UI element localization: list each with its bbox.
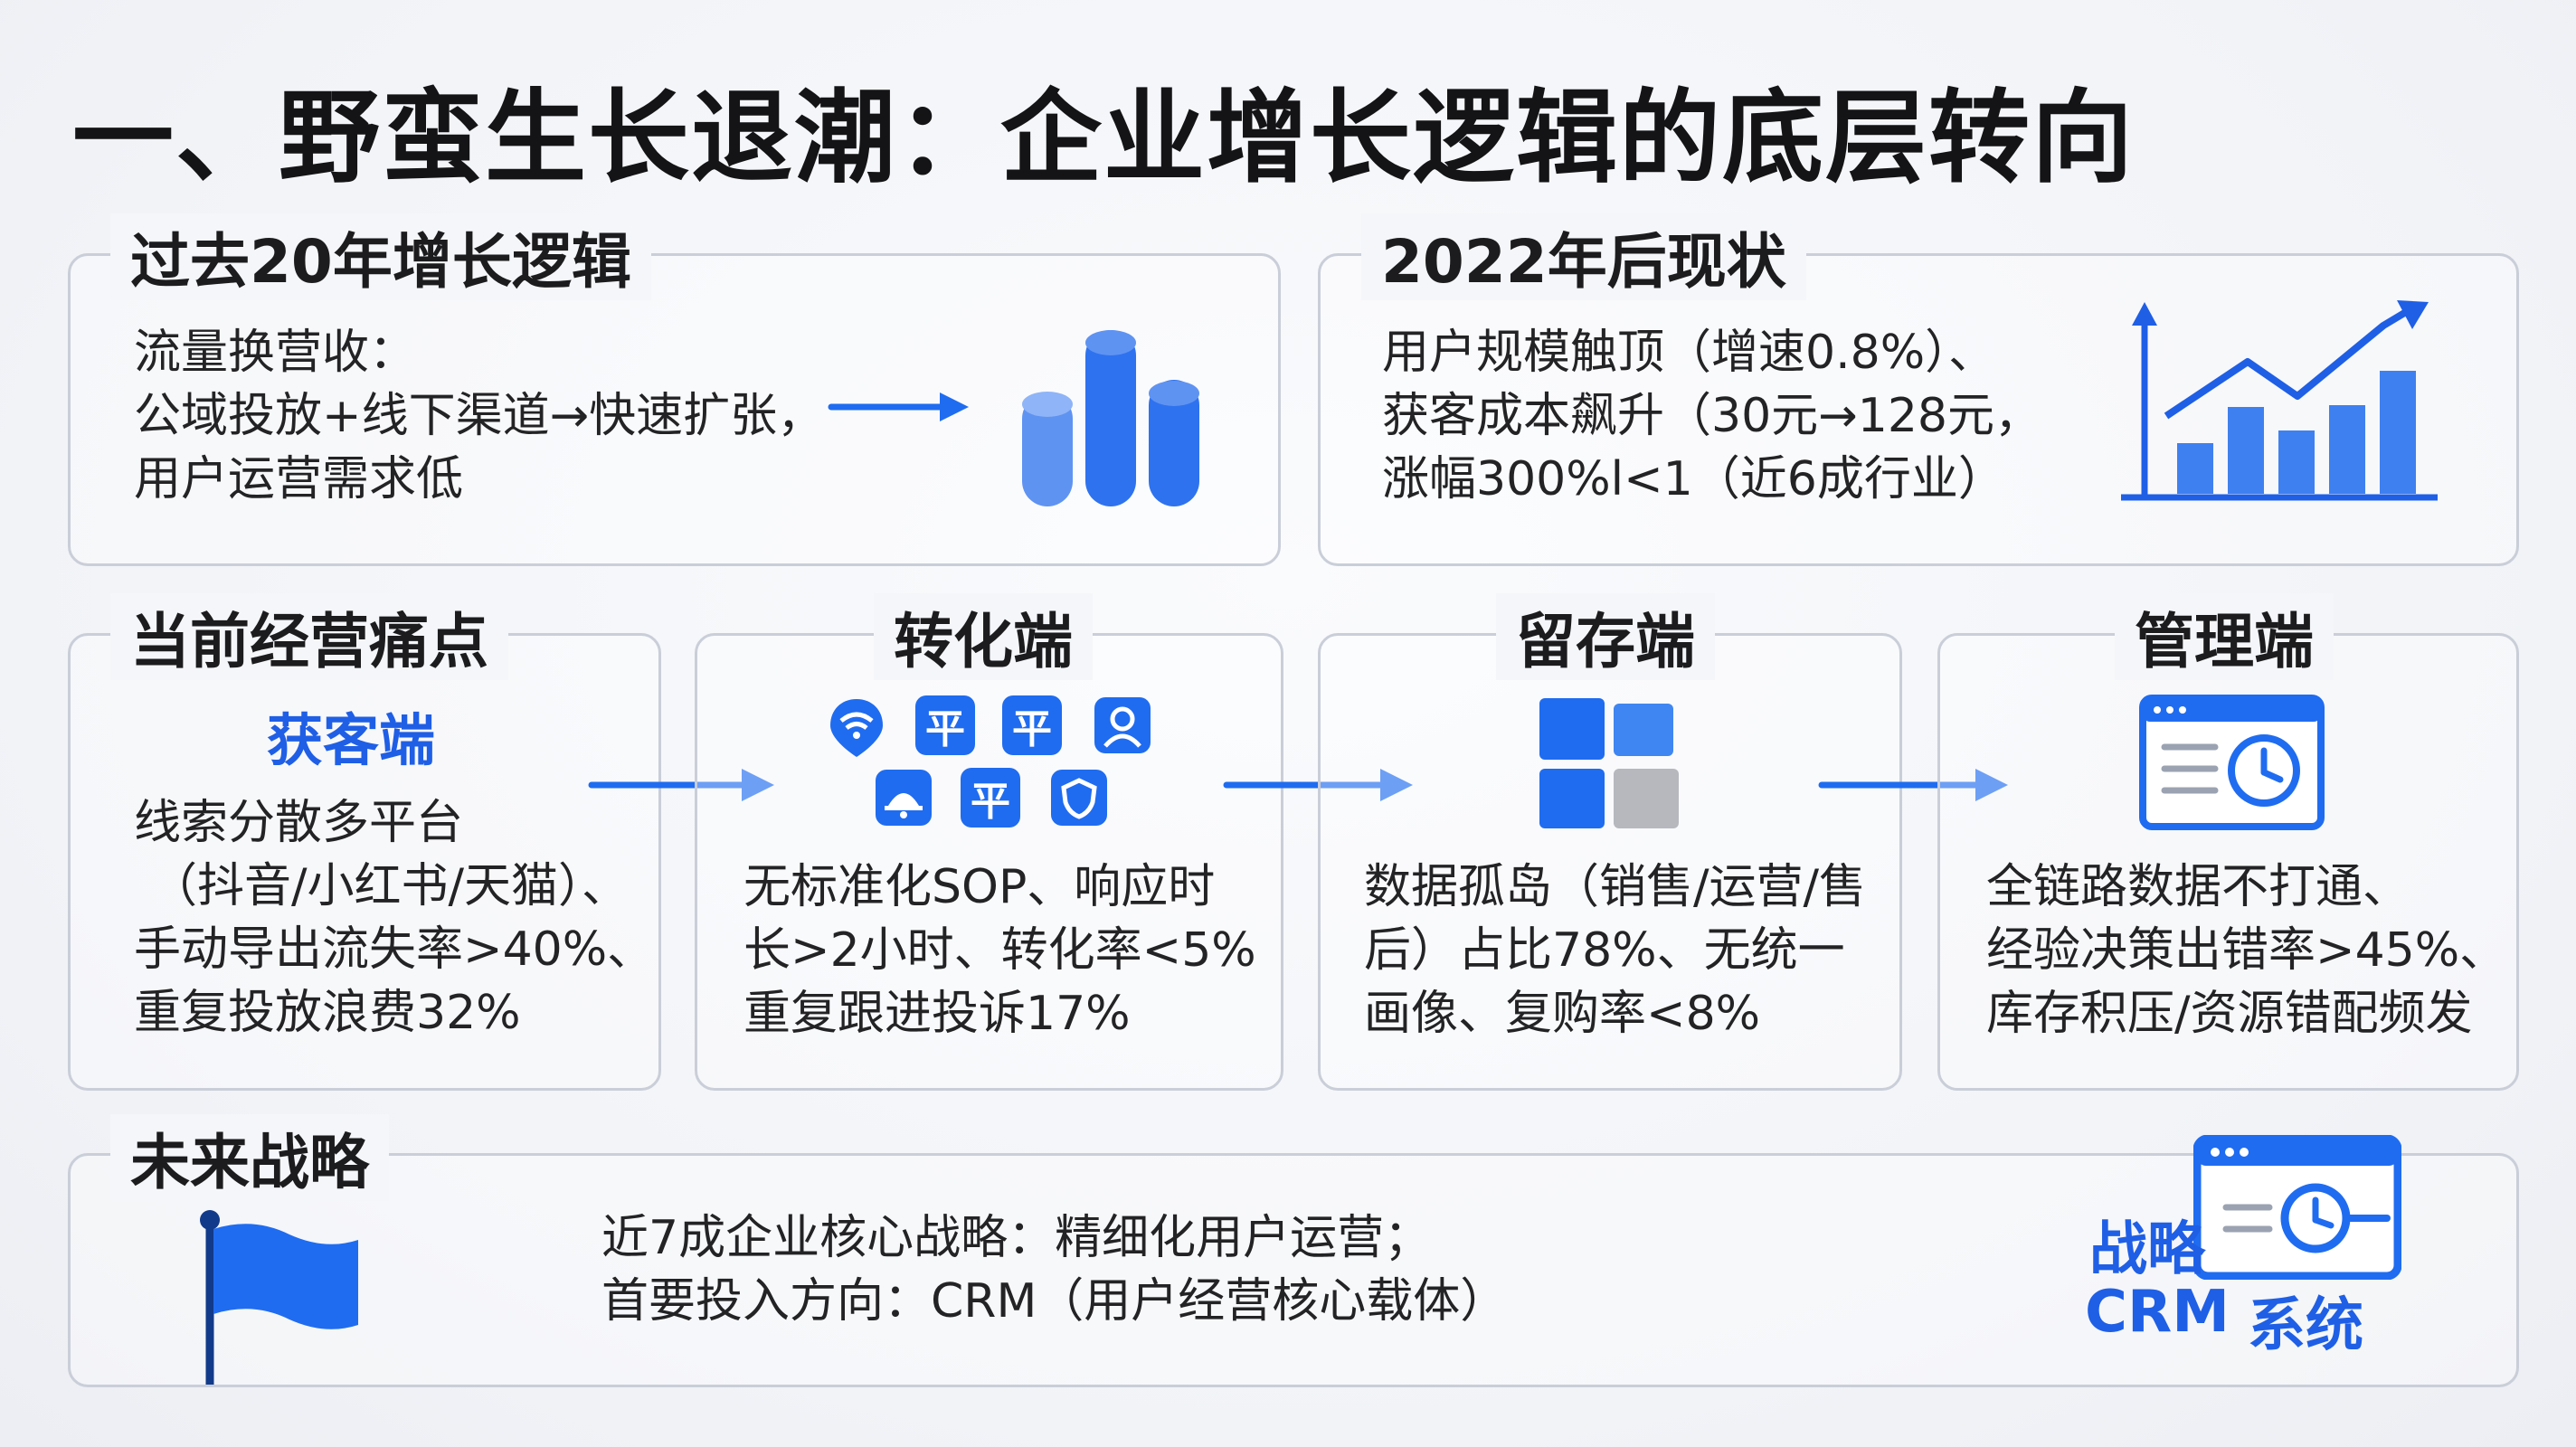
pain-line-3: 手动导出流失率>40%、	[134, 922, 655, 977]
pain-title: 当前经营痛点	[110, 593, 508, 680]
past-text: 流量换营收： 公域投放+线下渠道→快速扩张， 用户运营需求低	[134, 321, 824, 511]
pain-subtitle: 获客端	[267, 707, 436, 773]
wifi-icon	[830, 699, 883, 757]
convert-line-3: 重复跟进投诉17%	[743, 987, 1131, 1041]
badge-strategy: 战略	[2089, 1216, 2205, 1283]
user-icon	[1094, 697, 1151, 753]
future-line-2: 首要投入方向：CRM（用户经营核心载体）	[601, 1274, 1508, 1329]
flag-icon	[200, 1210, 358, 1385]
past-panel	[68, 253, 1281, 566]
now-line-3: 涨幅300%l<1（近6成行业）	[1382, 452, 2005, 506]
pain-panel	[68, 633, 661, 1091]
past-title: 过去20年增长逻辑	[110, 213, 651, 300]
past-line-1: 流量换营收：	[134, 326, 417, 380]
pain-line-1: 线索分散多平台	[134, 796, 464, 850]
convert-title: 转化端	[874, 593, 1093, 680]
badge-system: 系统	[2248, 1292, 2363, 1359]
pain-line-2: （抖音/小红书/天猫）、	[150, 859, 630, 913]
manage-line-3: 库存积压/资源错配频发	[1986, 987, 2473, 1041]
past-arrow-icon	[828, 392, 969, 421]
convert-icon-group: 平 平 平	[823, 692, 1158, 837]
pain-text: 线索分散多平台 （抖音/小红书/天猫）、 手动导出流失率>40%、 重复投放浪费…	[134, 791, 654, 1045]
pain-line-4: 重复投放浪费32%	[134, 986, 521, 1040]
future-line-1: 近7成企业核心战略：精细化用户运营；	[601, 1211, 1432, 1265]
convert-chip-2: 平	[1002, 695, 1062, 755]
manage-text: 全链路数据不打通、 经验决策出错率>45%、 库存积压/资源错配频发	[1986, 856, 2506, 1045]
bar-cylinder-icon	[1022, 330, 1199, 506]
now-title: 2022年后现状	[1361, 213, 1806, 300]
flow-arrow-2-icon	[1223, 769, 1413, 801]
past-line-3: 用户运营需求低	[134, 452, 464, 506]
convert-panel	[695, 633, 1283, 1091]
retain-line-1: 数据孤岛（销售/运营/售	[1364, 860, 1867, 914]
page-title: 一、野蛮生长退潮：企业增长逻辑的底层转向	[72, 80, 2135, 197]
retain-line-2: 后）占比78%、无统一	[1364, 923, 1845, 978]
now-panel	[1318, 253, 2519, 566]
now-text: 用户规模触顶（增速0.8%）、 获客成本飙升（30元→128元， 涨幅300%l…	[1382, 321, 2041, 511]
window-clock-icon	[2139, 695, 2325, 830]
retain-text: 数据孤岛（销售/运营/售 后）占比78%、无统一 画像、复购率<8%	[1364, 856, 1866, 1045]
past-line-2: 公域投放+线下渠道→快速扩张，	[134, 389, 825, 443]
future-panel	[68, 1153, 2519, 1387]
manage-line-1: 全链路数据不打通、	[1986, 860, 2410, 914]
future-title: 未来战略	[110, 1114, 389, 1201]
bell-icon	[876, 770, 932, 826]
grid-blocks-icon	[1539, 698, 1679, 828]
convert-chip-1: 平	[915, 695, 975, 755]
convert-chip-3: 平	[961, 768, 1020, 828]
retain-title: 留存端	[1496, 593, 1715, 680]
strategy-window-icon	[2193, 1135, 2401, 1280]
shield-icon	[1051, 770, 1107, 826]
now-line-1: 用户规模触顶（增速0.8%）、	[1382, 326, 1996, 380]
future-text: 近7成企业核心战略：精细化用户运营； 首要投入方向：CRM（用户经营核心载体）	[601, 1206, 1507, 1333]
flow-arrow-1-icon	[588, 769, 774, 801]
manage-line-2: 经验决策出错率>45%、	[1986, 923, 2507, 978]
convert-line-1: 无标准化SOP、响应时	[743, 860, 1216, 914]
manage-title: 管理端	[2115, 593, 2334, 680]
retain-line-3: 画像、复购率<8%	[1364, 987, 1761, 1041]
trend-chart-icon	[2121, 300, 2438, 501]
badge-crm: CRM	[2085, 1279, 2230, 1346]
flow-arrow-3-icon	[1818, 769, 2008, 801]
convert-text: 无标准化SOP、响应时 长>2小时、转化率<5% 重复跟进投诉17%	[743, 856, 1256, 1045]
now-line-2: 获客成本飙升（30元→128元，	[1382, 389, 2041, 443]
convert-line-2: 长>2小时、转化率<5%	[743, 923, 1256, 978]
